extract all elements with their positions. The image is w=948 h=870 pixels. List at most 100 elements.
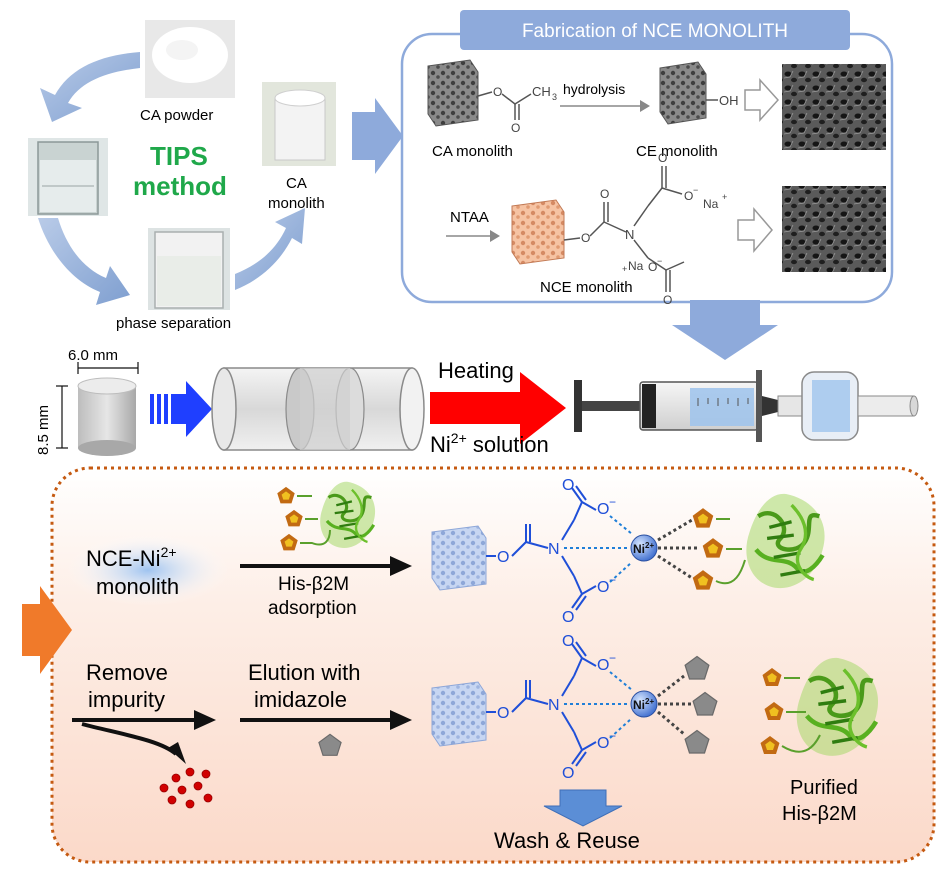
- hydrolysis-arrow-head: [640, 100, 650, 112]
- sem-image-nce: [782, 186, 886, 272]
- fabrication-panel: Fabrication of NCE MONOLITH O O CH 3 CA …: [400, 10, 894, 307]
- purified-label-2: His-β2M: [782, 803, 857, 825]
- monolith-cylinder: [77, 377, 137, 456]
- top-blue-monolith: [431, 525, 487, 591]
- top-o-minus-1-charge: −: [609, 495, 616, 509]
- remove-label-1: Remove: [86, 660, 168, 685]
- bottom-carbonyl-o-1: O: [562, 633, 574, 650]
- nce-bottom-carbonyl-o: O: [663, 293, 672, 307]
- phase-separation-label: phase separation: [116, 315, 231, 332]
- top-carbonyl-o-1: O: [562, 477, 574, 494]
- acetate-o: O: [493, 85, 502, 99]
- heating-label: Heating: [438, 358, 514, 383]
- ca-monolith-label-2: monolith: [268, 195, 325, 212]
- nce-ni-text: NCE-Ni: [86, 546, 161, 571]
- adsorption-arrow: [240, 556, 412, 576]
- his-tag-linkers-top: [297, 495, 331, 546]
- tips-label: TIPS: [150, 141, 208, 171]
- nce-ni-label-2: monolith: [96, 574, 179, 599]
- insert-arrow: [150, 381, 212, 437]
- bound-linkers: [715, 518, 746, 585]
- ca-monolith-label-1: CA: [286, 175, 307, 192]
- sem-arrow-top: [744, 78, 780, 122]
- top-o-minus-2-charge: −: [609, 573, 616, 587]
- purification-panel: NCE-Ni2+ monolith His-β2M adsorption: [22, 466, 936, 864]
- o-minus-top-charge: −: [693, 185, 698, 195]
- o-minus-bottom-charge: −: [657, 256, 662, 266]
- purified-linkers: [781, 677, 821, 753]
- solution-vial-photo: [28, 138, 108, 216]
- o-minus-bottom: O: [648, 260, 657, 274]
- na-plus-top: Na: [703, 197, 719, 211]
- top-o-minus-1: O: [597, 501, 609, 518]
- bottom-o-minus-1-charge: −: [609, 651, 616, 665]
- purified-label-1: Purified: [790, 777, 858, 799]
- adsorption-label-1: His-β2M: [278, 574, 349, 595]
- acetate-carbonyl-o: O: [511, 121, 520, 135]
- nce-monolith-cube: [511, 199, 565, 265]
- nce-n-atom: N: [625, 227, 634, 242]
- oh-label: OH: [719, 93, 739, 108]
- ni-solution-suffix: solution: [467, 432, 549, 457]
- arrow-down-from-fabrication: [672, 300, 778, 360]
- bottom-chelate: O N O O − O O − Ni2+: [431, 633, 718, 782]
- column-assembly-row: 6.0 mm 8.5 mm Hea: [35, 347, 919, 457]
- bottom-ni-label: Ni2+: [633, 697, 654, 712]
- o-minus-top: O: [684, 189, 693, 203]
- bottom-ni-text: Ni: [633, 698, 645, 712]
- elution-arrow: [240, 710, 412, 730]
- ni-solution-label: Ni2+ solution: [430, 430, 549, 457]
- cycle-arrow-phase-to-monolith: [235, 208, 305, 290]
- wash-reuse-label: Wash & Reuse: [494, 828, 640, 853]
- width-label: 6.0 mm: [68, 347, 118, 364]
- top-ni-sup: 2+: [645, 541, 654, 550]
- column-tube: [211, 367, 425, 451]
- elution-label-2: imidazole: [254, 687, 347, 712]
- nce-ni-glow: [66, 534, 230, 606]
- ch3-label: CH: [532, 84, 551, 99]
- fabrication-title-box: [460, 10, 850, 50]
- tips-cycle: CA powder TIPS method phase separation C…: [28, 20, 336, 332]
- wash-reuse-arrow: [543, 789, 623, 827]
- bottom-o-minus-2: O: [597, 735, 609, 752]
- sem-arrow-bottom: [737, 206, 773, 254]
- ca-powder-label: CA powder: [140, 107, 213, 124]
- bottom-o-minus-1: O: [597, 657, 609, 674]
- top-ni-text: Ni: [633, 542, 645, 556]
- remove-arrow: [72, 710, 216, 764]
- elution-label-1: Elution with: [248, 660, 361, 685]
- na-plus-top-charge: +: [722, 192, 727, 202]
- na-plus-bottom-charge: +: [622, 264, 627, 274]
- nce-ni-sup: 2+: [161, 544, 177, 560]
- ni-solution-prefix: Ni: [430, 432, 451, 457]
- ca-monolith-text: CA monolith: [432, 143, 513, 160]
- sem-image-ce: [782, 64, 886, 150]
- ntaa-arrow-head: [490, 230, 500, 242]
- bottom-ni-sup: 2+: [645, 697, 654, 706]
- height-label: 8.5 mm: [35, 405, 52, 455]
- top-ni-label: Ni2+: [633, 541, 654, 556]
- purification-entry-arrow: [22, 586, 72, 674]
- ca-monolith-cube: [427, 59, 479, 127]
- bottom-o-minus-2-charge: −: [609, 729, 616, 743]
- ntaa-label: NTAA: [450, 209, 489, 226]
- method-label: method: [133, 171, 227, 201]
- adsorption-label-2: adsorption: [268, 598, 357, 619]
- phase-separation-photo: [148, 228, 230, 310]
- top-o-minus-2: O: [597, 579, 609, 596]
- nce-monolith-text: NCE monolith: [540, 279, 633, 296]
- bottom-carbonyl-o-2: O: [562, 765, 574, 782]
- remove-label-2: impurity: [88, 687, 165, 712]
- nce-ni-label-1: NCE-Ni2+: [86, 544, 177, 571]
- syringe-column: [777, 371, 919, 441]
- ce-monolith-cube: [659, 61, 707, 125]
- top-ni-ion: [630, 534, 658, 562]
- na-plus-bottom: Na: [628, 259, 644, 273]
- top-ester-o: O: [497, 549, 509, 566]
- top-chelate: O N O O − O O − Ni2+: [431, 477, 825, 626]
- bottom-ester-o: O: [497, 705, 509, 722]
- nce-top-carbonyl-o: O: [658, 151, 667, 165]
- arrow-to-fabrication: [352, 98, 403, 174]
- cycle-arrow-solution-to-phase: [38, 218, 130, 305]
